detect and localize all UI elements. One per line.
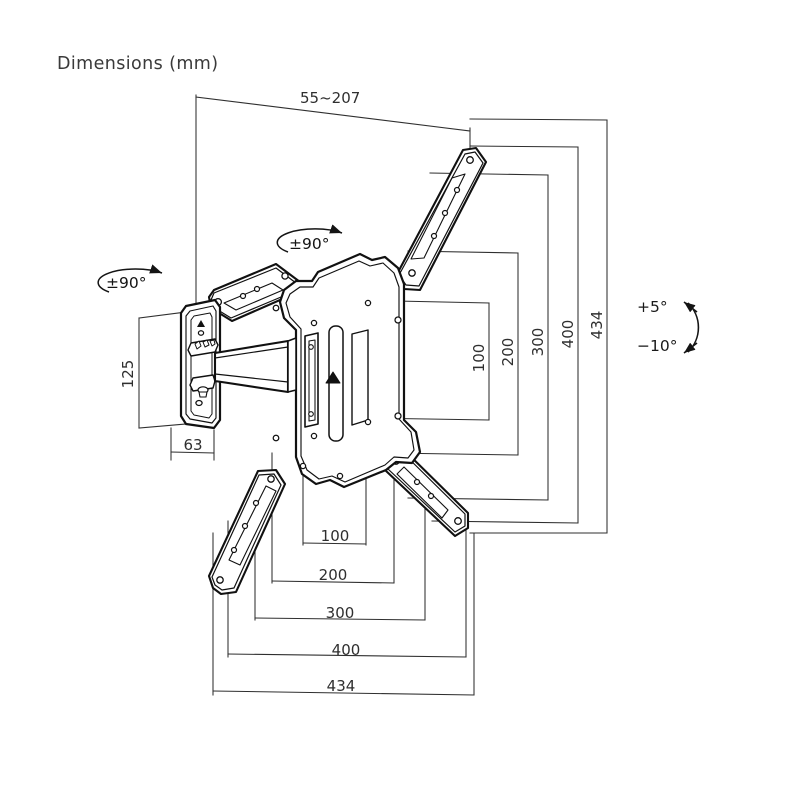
vesa-horizontal-200-label: 200 <box>319 566 348 584</box>
center-mount-plate <box>278 252 422 489</box>
arm-upper-left <box>207 262 302 323</box>
arm-lower-left <box>207 468 287 596</box>
vesa-vertical-434-label: 434 <box>588 311 606 340</box>
wall-plate-clamp-lower <box>189 374 216 398</box>
wall-plate-width-label: 63 <box>183 436 202 454</box>
page-title: Dimensions (mm) <box>57 54 219 74</box>
tilt-indicator <box>683 301 700 354</box>
dimension-lines <box>138 94 608 696</box>
vesa-horizontal-434-label: 434 <box>327 677 356 695</box>
plate-holes <box>272 299 402 480</box>
tilt-up-label: +5° <box>637 298 668 316</box>
vesa-vertical-200-label: 200 <box>499 338 517 367</box>
vesa-vertical-300-label: 300 <box>529 328 547 357</box>
swivel-center-label: ±90° <box>289 235 329 253</box>
vesa-vertical-100-label: 100 <box>470 344 488 373</box>
swivel-center-indicator <box>276 224 343 253</box>
arm-upper-right <box>394 146 488 292</box>
swivel-left-label: ±90° <box>106 274 146 292</box>
vesa-vertical-400-label: 400 <box>559 320 577 349</box>
wall-plate-details <box>195 320 205 407</box>
vesa-horizontal-100-label: 100 <box>321 527 350 545</box>
vesa-horizontal-400-label: 400 <box>332 641 361 659</box>
extension-depth-range-label: 55~207 <box>300 89 360 107</box>
tv-wall-mount-bracket <box>179 146 488 596</box>
extension-arm <box>213 337 297 394</box>
swivel-left-indicator <box>97 264 163 293</box>
wall-plate-height-label: 125 <box>119 360 137 389</box>
plate-pivot-rail <box>304 332 319 428</box>
wall-plate <box>179 298 222 430</box>
vesa-horizontal-300-label: 300 <box>326 604 355 622</box>
tilt-down-label: −10° <box>637 337 677 355</box>
orientation-triangle-plate <box>325 371 341 384</box>
